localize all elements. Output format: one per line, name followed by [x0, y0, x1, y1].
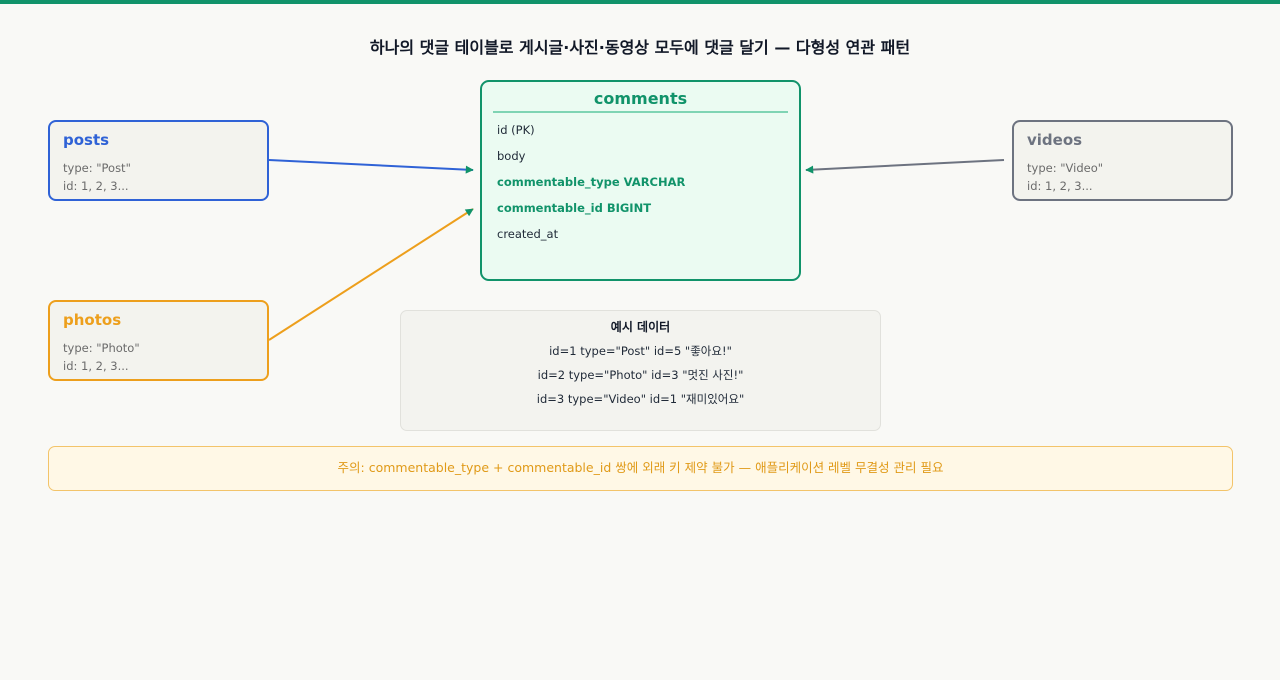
example-data-box: 예시 데이터 id=1 type="Post" id=5 "좋아요!" id=2… — [400, 310, 881, 431]
comments-field-id: id (PK) — [497, 123, 535, 137]
example-row: id=2 type="Photo" id=3 "멋진 사진!" — [537, 368, 744, 382]
videos-table-name: videos — [1027, 131, 1083, 149]
arrow-photos-to-comments — [268, 208, 474, 341]
posts-type-line: type: "Post" — [63, 161, 131, 175]
photos-table-name: photos — [63, 311, 122, 329]
example-data-title: 예시 데이터 — [610, 320, 671, 334]
comments-field-body: body — [497, 149, 526, 163]
arrow-videos-to-comments — [805, 159, 1005, 174]
videos-type-line: type: "Video" — [1027, 161, 1104, 175]
comments-field-commentable-type: commentable_type VARCHAR — [497, 175, 686, 189]
example-row: id=3 type="Video" id=1 "재미있어요" — [536, 392, 745, 406]
posts-id-line: id: 1, 2, 3... — [63, 179, 129, 193]
photos-table: photos type: "Photo" id: 1, 2, 3... — [48, 300, 269, 381]
warning-note: 주의: commentable_type + commentable_id 쌍에… — [48, 446, 1233, 491]
videos-id-line: id: 1, 2, 3... — [1027, 179, 1093, 193]
comments-field-commentable-id: commentable_id BIGINT — [497, 201, 652, 215]
comments-table-name: comments — [493, 89, 788, 113]
arrow-posts-to-comments — [268, 159, 474, 174]
posts-table: posts type: "Post" id: 1, 2, 3... — [48, 120, 269, 201]
photos-type-line: type: "Photo" — [63, 341, 140, 355]
example-row: id=1 type="Post" id=5 "좋아요!" — [549, 344, 732, 358]
comments-table: comments id (PK) body commentable_type V… — [480, 80, 801, 281]
posts-table-name: posts — [63, 131, 110, 149]
comments-field-created-at: created_at — [497, 227, 559, 241]
videos-table: videos type: "Video" id: 1, 2, 3... — [1012, 120, 1233, 201]
diagram-title: 하나의 댓글 테이블로 게시글·사진·동영상 모두에 댓글 달기 — 다형성 연… — [369, 38, 911, 57]
photos-id-line: id: 1, 2, 3... — [63, 359, 129, 373]
top-accent-bar — [0, 0, 1280, 4]
